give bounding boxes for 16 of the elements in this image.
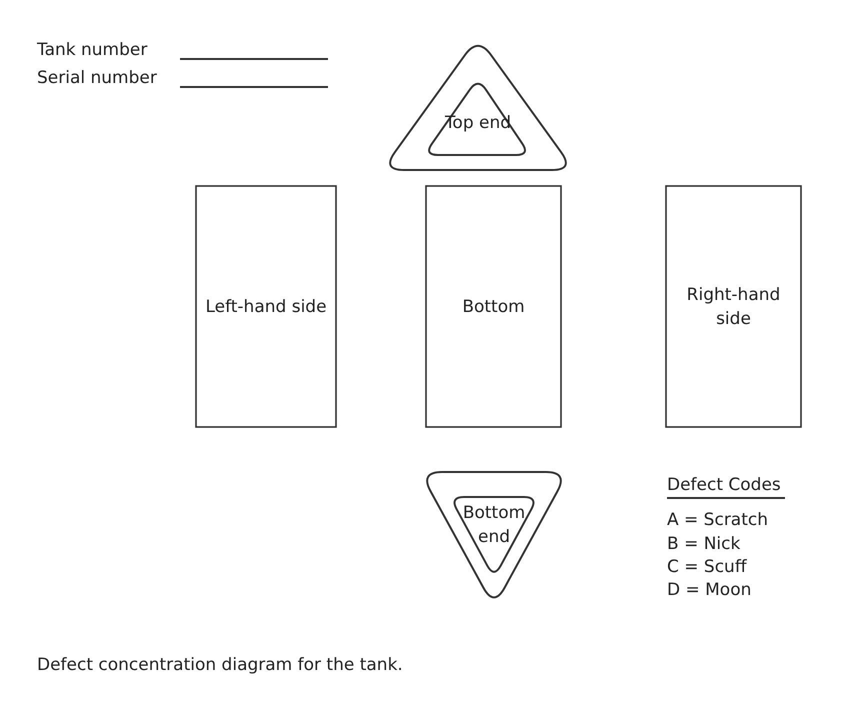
panel-box — [195, 185, 337, 428]
panel-box — [665, 185, 802, 428]
node-label: Right-hand side — [686, 284, 782, 330]
field-label: Tank number — [37, 40, 148, 60]
node-label: Bottom — [461, 296, 526, 318]
code-entry: A = Scratch — [667, 510, 768, 530]
panel-box — [425, 185, 562, 428]
node-label: Top end — [444, 112, 512, 135]
caption: Defect concentration diagram for the tank. — [37, 655, 403, 675]
field-label: Serial number — [37, 68, 157, 88]
code-entry: D = Moon — [667, 580, 752, 600]
node-label: Bottom end — [462, 502, 526, 549]
node-label: Left-hand side — [205, 296, 327, 318]
legend-heading: Defect Codes — [667, 475, 785, 499]
code-entry: B = Nick — [667, 534, 740, 554]
code-entry: C = Scuff — [667, 557, 747, 577]
